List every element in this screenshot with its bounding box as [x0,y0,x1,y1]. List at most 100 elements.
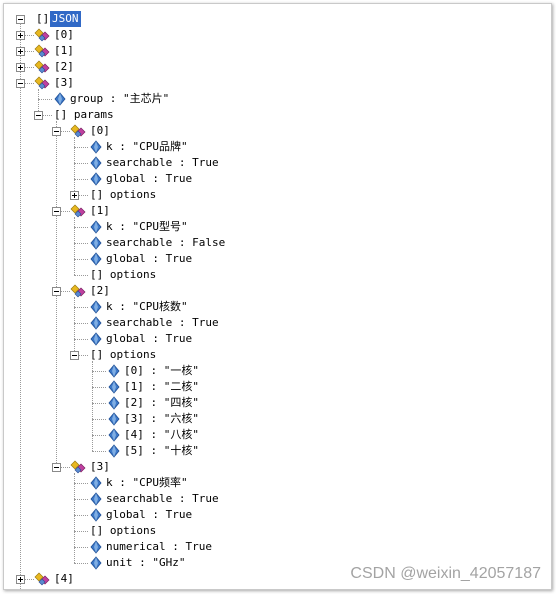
tree-connector [92,387,106,388]
object-icon [34,60,50,74]
object-icon [70,124,86,138]
tree-connector [20,35,34,36]
node-label: [3] : "六核" [124,412,199,425]
tree-guide-line [74,137,75,195]
node-label: global : True [106,172,193,185]
blue-diamond-icon [106,396,122,410]
node-label: [0] [54,28,74,41]
blue-diamond-icon [106,380,122,394]
node-label: global : True [106,332,193,345]
tree-connector [92,451,106,452]
tree-connector [56,291,70,292]
blue-diamond-icon [88,540,104,554]
object-icon [34,572,50,586]
tree-connector [56,131,70,132]
expand-toggle[interactable] [16,575,25,584]
tree-connector [74,227,88,228]
collapse-toggle[interactable] [70,351,79,360]
node-label: [] options [90,348,157,361]
node-label: group : "主芯片" [70,92,170,105]
tree-connector [20,579,34,580]
blue-diamond-icon [52,92,68,106]
tree-connector [74,147,88,148]
blue-diamond-icon [88,140,104,154]
tree-connector [74,275,88,276]
root-label[interactable]: JSON [50,11,81,27]
object-icon [70,284,86,298]
tree-connector [74,499,88,500]
expand-toggle[interactable] [16,31,25,40]
node-label: k : "CPU频率" [106,476,188,489]
blue-diamond-icon [106,428,122,442]
tree-connector [38,99,52,100]
json-viewer-window: [] JSON [0][1][2][3]group : "主芯片"[] para… [3,3,552,590]
tree-connector [74,563,88,564]
node-label: [4] : "八核" [124,428,199,441]
blue-diamond-icon [88,172,104,186]
node-label: [2] [90,284,110,297]
node-label: [] options [90,524,157,537]
expand-toggle[interactable] [16,47,25,56]
object-icon [34,44,50,58]
tree-connector [74,547,88,548]
watermark: CSDN @weixin_42057187 [350,565,541,582]
node-label: [3] [90,460,110,473]
blue-diamond-icon [88,316,104,330]
tree-connector [20,83,34,84]
tree-connector [74,339,88,340]
blue-diamond-icon [88,556,104,570]
expand-toggle[interactable] [16,63,25,72]
node-label: [1] : "二核" [124,380,199,393]
tree-connector [20,51,34,52]
node-label: [0] [90,124,110,137]
blue-diamond-icon [88,156,104,170]
blue-diamond-icon [88,476,104,490]
tree-guide-line [74,297,75,355]
node-label: numerical : True [106,540,212,553]
collapse-toggle[interactable] [16,79,25,88]
blue-diamond-icon [88,236,104,250]
object-icon [70,204,86,218]
tree-connector [74,323,88,324]
tree-guide-line [74,473,75,563]
node-label: searchable : True [106,492,219,505]
collapse-toggle[interactable] [52,287,61,296]
tree-connector [74,243,88,244]
tree-connector [74,179,88,180]
node-label: global : True [106,252,193,265]
tree-guide-line [20,23,21,589]
node-label: k : "CPU型号" [106,220,188,233]
collapse-toggle[interactable] [52,207,61,216]
tree-connector [74,355,88,356]
collapse-toggle[interactable] [52,127,61,136]
node-label: k : "CPU品牌" [106,140,188,153]
object-icon [34,76,50,90]
node-label: [1] [90,204,110,217]
object-icon [70,460,86,474]
node-label: global : True [106,508,193,521]
tree-guide-line [38,89,39,115]
node-label: [2] : "四核" [124,396,199,409]
collapse-toggle[interactable] [52,463,61,472]
node-label: [3] [54,76,74,89]
node-label: [] params [54,108,114,121]
tree-connector [92,435,106,436]
tree-connector [74,515,88,516]
json-tree: [] JSON [0][1][2][3]group : "主芯片"[] para… [4,4,551,589]
blue-diamond-icon [88,492,104,506]
object-icon [34,28,50,42]
blue-diamond-icon [88,332,104,346]
tree-connector [74,259,88,260]
tree-connector [92,419,106,420]
blue-diamond-icon [88,300,104,314]
expand-toggle[interactable] [70,191,79,200]
collapse-toggle[interactable] [34,111,43,120]
tree-connector [56,467,70,468]
node-label: searchable : True [106,316,219,329]
tree-connector [74,531,88,532]
node-label: [1] [54,44,74,57]
tree-connector [92,371,106,372]
tree-connector [20,67,34,68]
tree-connector [92,403,106,404]
node-label: unit : "GHz" [106,556,186,569]
